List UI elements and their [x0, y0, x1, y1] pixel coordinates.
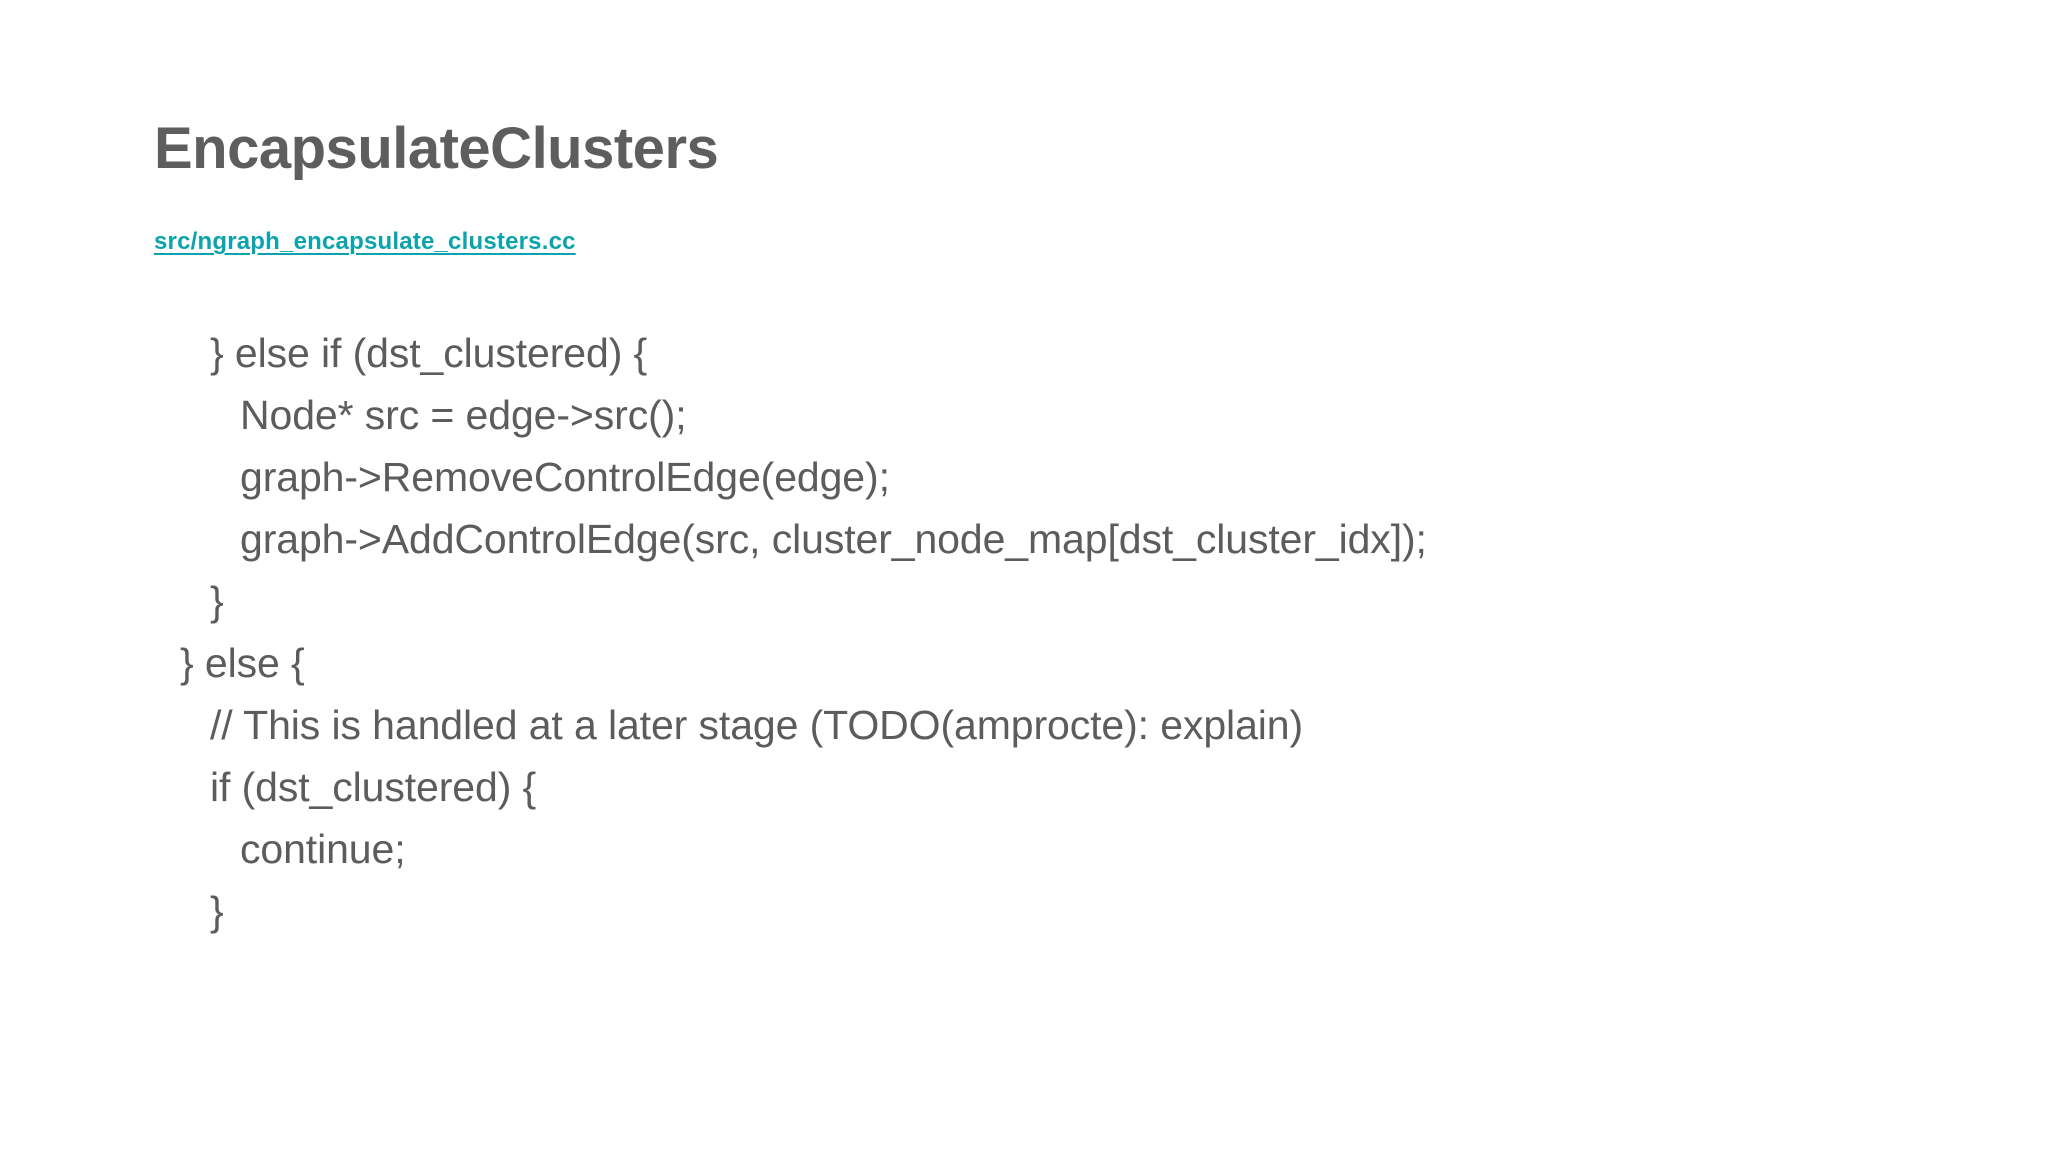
code-line: if (dst_clustered) {: [210, 764, 537, 810]
code-line: graph->RemoveControlEdge(edge);: [240, 454, 890, 500]
code-line: graph->AddControlEdge(src, cluster_node_…: [240, 516, 1427, 562]
code-line: }: [210, 578, 224, 624]
code-line: }: [210, 888, 224, 934]
code-line: } else {: [180, 640, 305, 686]
code-line: continue;: [240, 826, 406, 872]
code-line: Node* src = edge->src();: [240, 392, 687, 438]
code-block: } else if (dst_clustered) { Node* src = e…: [154, 322, 1954, 942]
page-title: EncapsulateClusters: [154, 115, 719, 181]
source-file-link[interactable]: src/ngraph_encapsulate_clusters.cc: [154, 228, 576, 255]
code-line: } else if (dst_clustered) {: [210, 330, 648, 376]
code-line: // This is handled at a later stage (TOD…: [210, 702, 1304, 748]
